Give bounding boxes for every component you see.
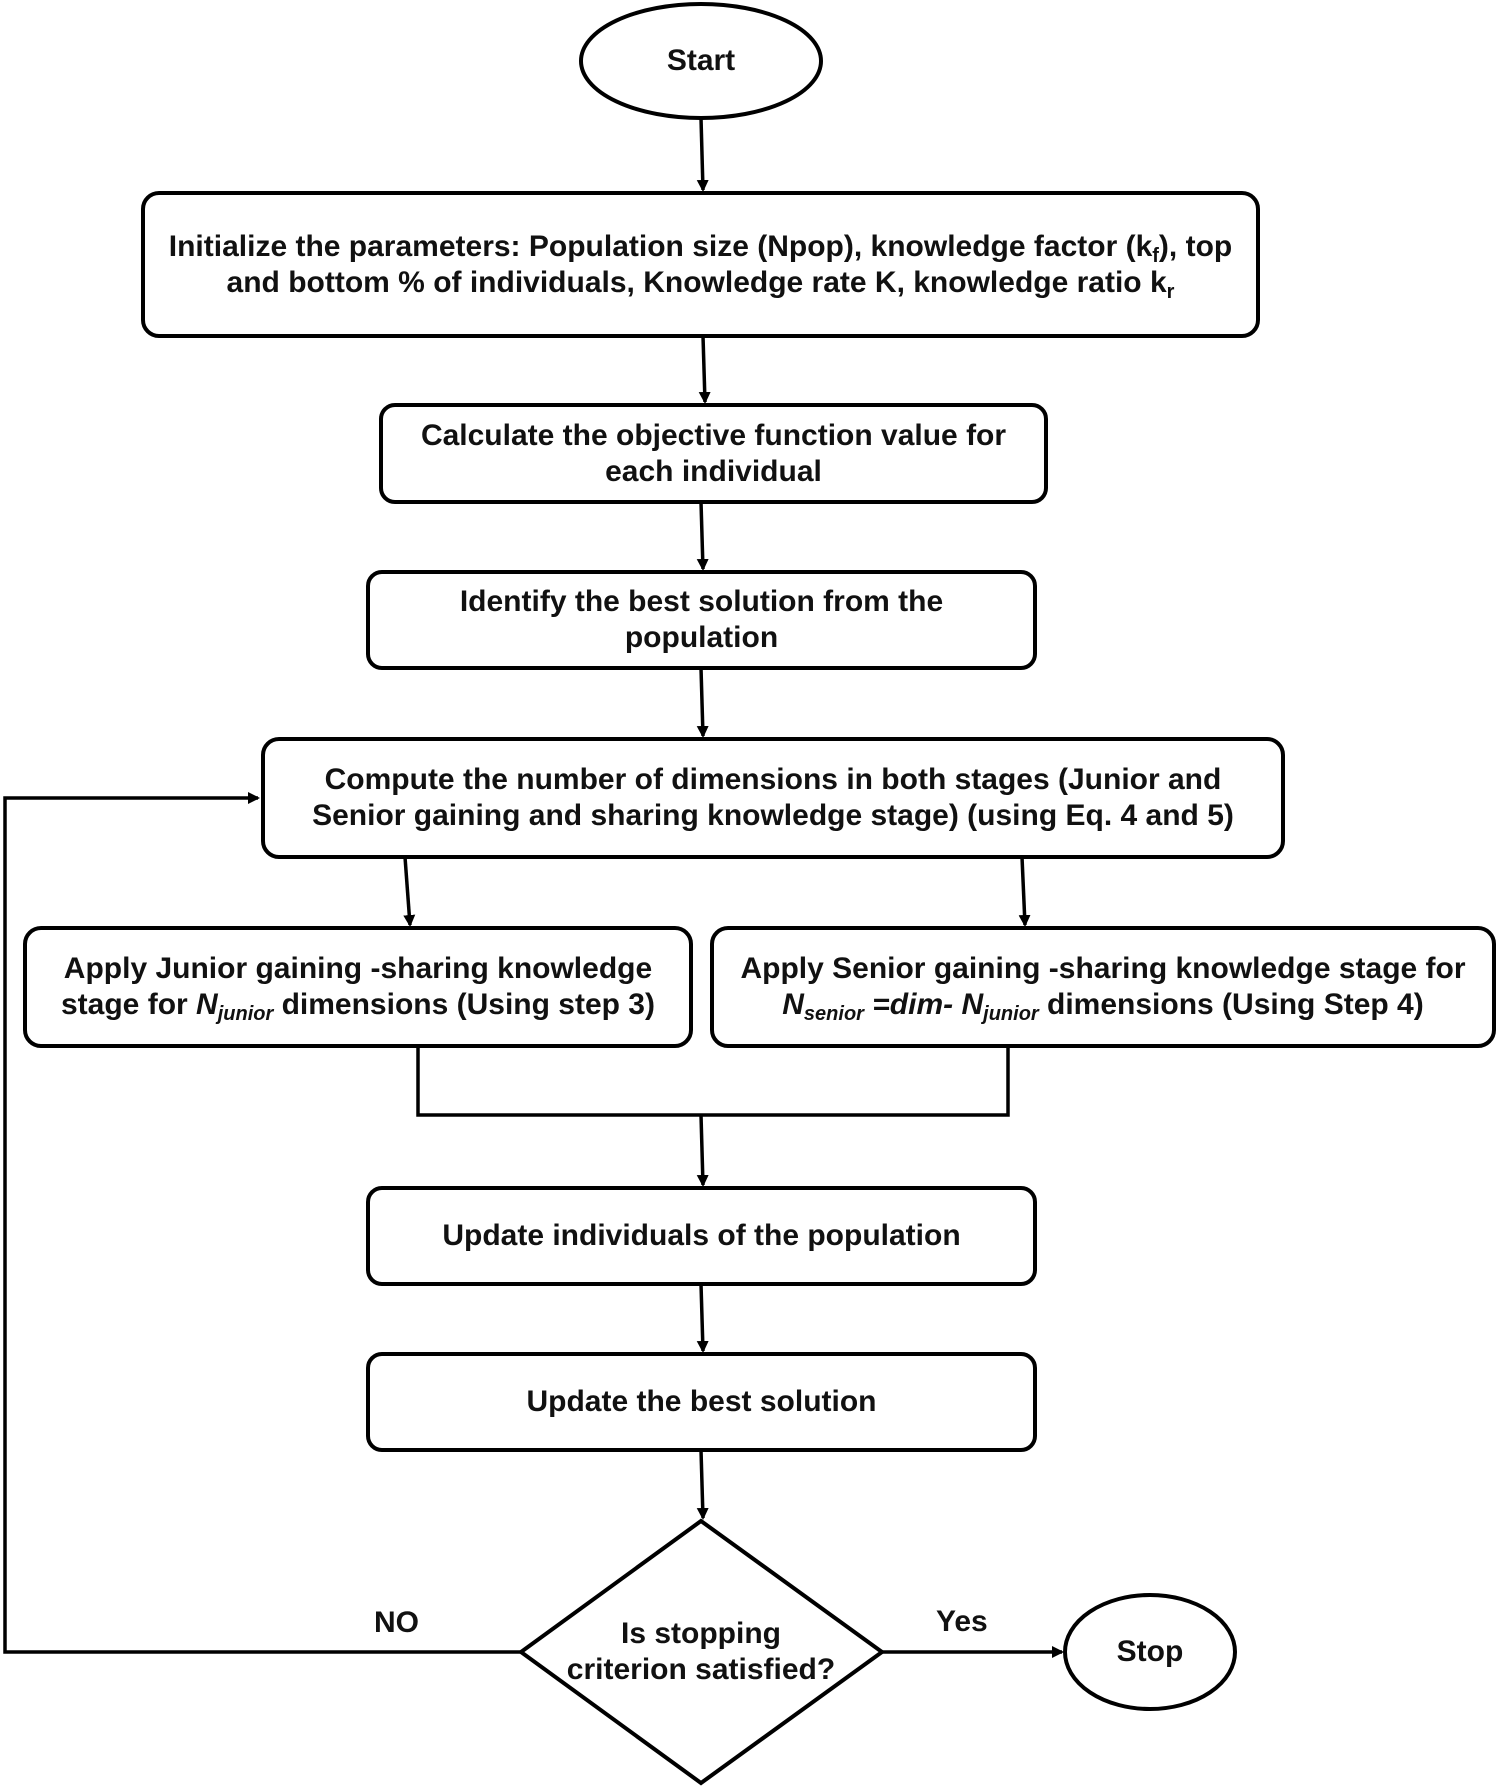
arrow-update-individuals-to-update-best — [696, 1283, 709, 1353]
arrow-identify-to-compute — [696, 667, 709, 738]
update-individuals-box: Update individuals of the population — [368, 1188, 1035, 1284]
init-box-shape — [141, 191, 1260, 338]
update-best-label: Update the best solution — [526, 1385, 877, 1418]
start-label: Start — [666, 44, 736, 77]
junior-stage-box: Apply Junior gaining -sharing knowledge … — [25, 928, 691, 1046]
calculate-objective-box: Calculate the objective function value f… — [381, 405, 1046, 502]
decision-line-1: Is stopping — [621, 1617, 781, 1650]
calculate-box-shape — [379, 403, 1048, 504]
init-line-2: and bottom % of individuals, Knowledge r… — [226, 265, 1175, 303]
junior-line-1: Apply Junior gaining -sharing knowledge — [63, 952, 653, 985]
calculate-line-2: each individual — [605, 454, 822, 488]
stop-label: Stop — [1116, 1635, 1184, 1668]
compute-line-1: Compute the number of dimensions in both… — [324, 763, 1222, 796]
stop-terminal: Stop — [1065, 1595, 1235, 1709]
junior-line-2: stage for Njunior dimensions (Using step… — [61, 988, 655, 1025]
decision-diamond-shape — [517, 1518, 886, 1786]
arrow-start-to-init — [696, 117, 709, 192]
senior-stage-box: Apply Senior gaining -sharing knowledge … — [712, 928, 1494, 1046]
update-individuals-label: Update individuals of the population — [442, 1219, 961, 1252]
senior-line-1: Apply Senior gaining -sharing knowledge … — [740, 952, 1466, 985]
arrow-init-to-calculate — [698, 335, 711, 404]
junior-box-shape — [23, 926, 693, 1048]
start-terminal: Start — [581, 4, 821, 118]
yes-branch-label: Yes — [936, 1605, 988, 1638]
compute-line-2: Senior gaining and sharing knowledge sta… — [312, 799, 1234, 832]
identify-best-box: Identify the best solution from the popu… — [368, 572, 1035, 668]
arrow-compute-to-senior — [1018, 856, 1031, 927]
senior-box-shape — [710, 926, 1496, 1048]
stopping-criterion-decision: Is stopping criterion satisfied? — [551, 1612, 851, 1692]
stop-terminal-shape — [1063, 1593, 1237, 1711]
merge-connector — [416, 1046, 1010, 1117]
arrow-update-best-to-decision — [696, 1449, 709, 1520]
arrow-no-loop-to-compute — [3, 792, 521, 1654]
arrow-calculate-to-identify — [696, 501, 709, 571]
init-parameters-box: Initialize the parameters: Population si… — [143, 193, 1258, 336]
compute-dimensions-box: Compute the number of dimensions in both… — [263, 739, 1283, 857]
senior-line-2: Nsenior =dim- Njunior dimensions (Using … — [782, 988, 1424, 1025]
identify-line-2: population — [624, 621, 779, 654]
no-branch-label: NO — [374, 1606, 419, 1639]
compute-box-shape — [261, 737, 1285, 859]
identify-line-1: Identify the best solution from the — [459, 585, 944, 618]
update-best-box: Update the best solution — [368, 1354, 1035, 1450]
arrow-merge-to-update-individuals — [696, 1114, 709, 1187]
decision-line-2: criterion satisfied? — [566, 1653, 836, 1686]
init-line-1: Initialize the parameters: Population si… — [168, 229, 1233, 267]
arrow-compute-to-junior — [403, 856, 416, 927]
calculate-line-1: Calculate the objective function value f… — [420, 418, 1007, 452]
